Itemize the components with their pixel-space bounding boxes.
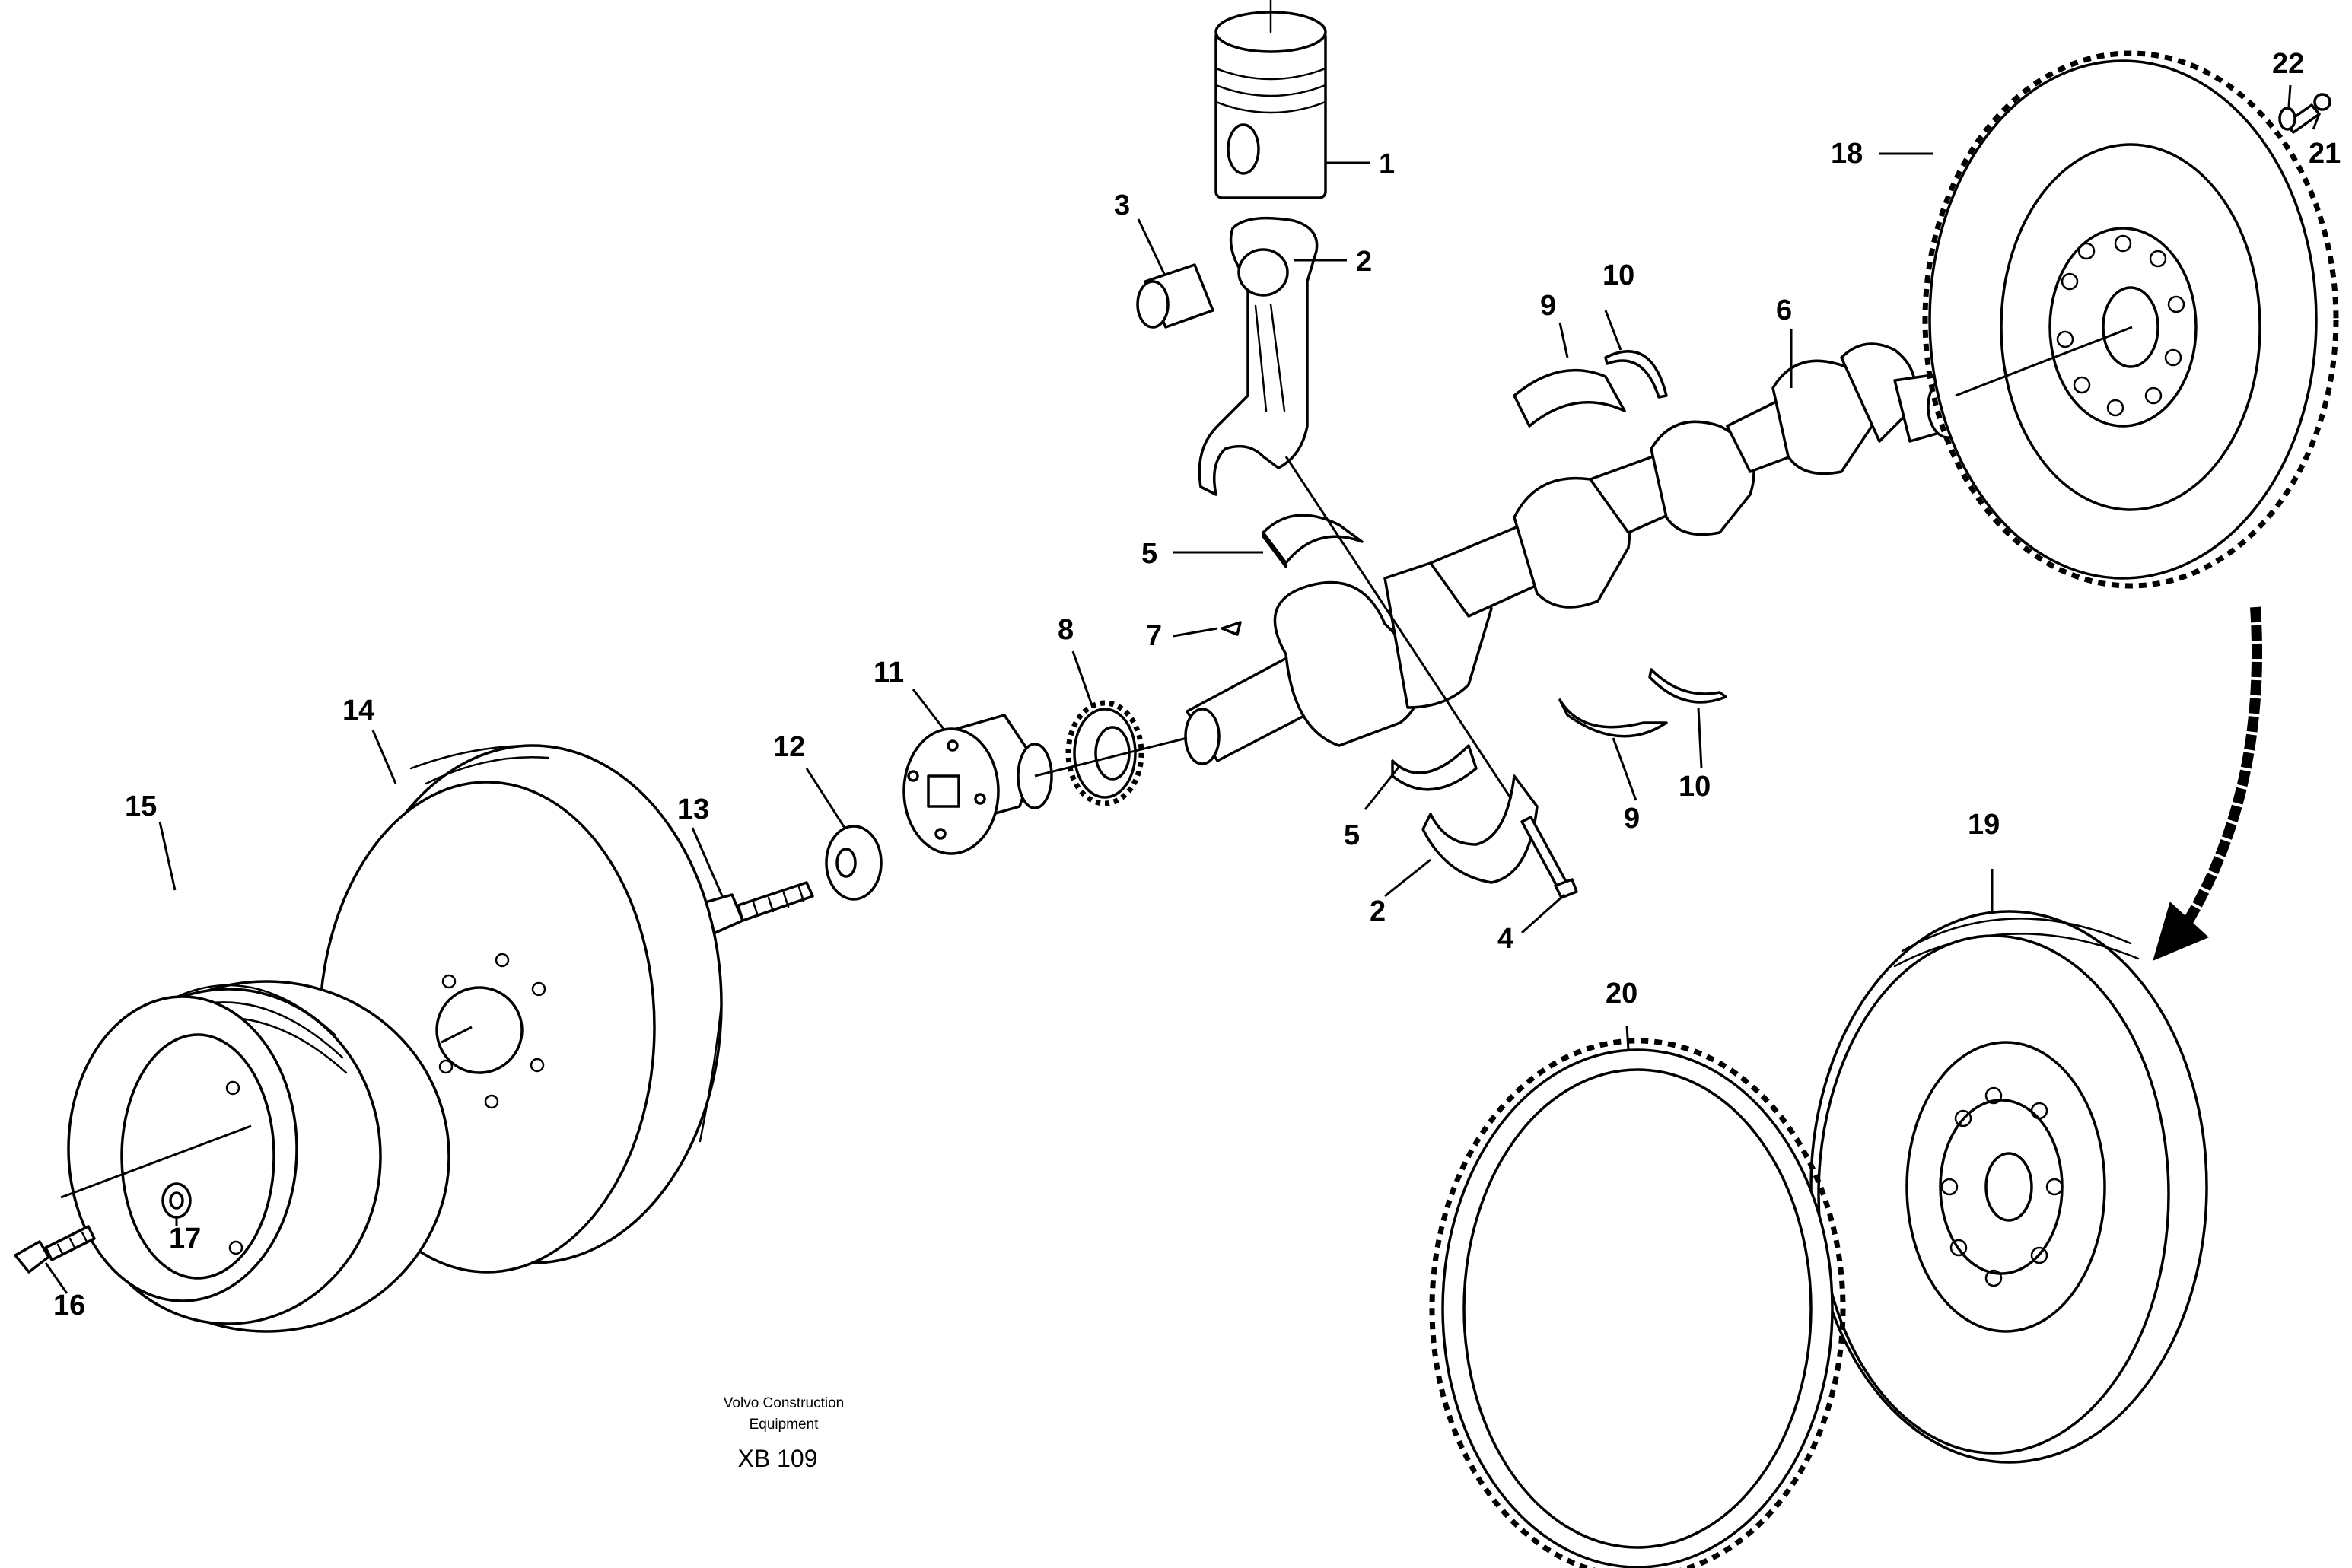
callout-6: 6: [1776, 294, 1792, 326]
callout-21: 21: [2309, 138, 2341, 170]
callout-2-lower: 2: [1370, 895, 1386, 927]
replacement-arrow: [2153, 606, 2263, 961]
callout-13: 13: [677, 794, 709, 825]
connecting-rod-cap: [1421, 774, 1539, 884]
damper-washer: [161, 1182, 192, 1219]
callout-1: 1: [1379, 148, 1395, 180]
callout-11: 11: [874, 657, 904, 689]
callout-7: 7: [1146, 620, 1162, 652]
callout-14: 14: [342, 695, 374, 727]
callout-10-upper: 10: [1602, 259, 1634, 291]
callout-10-lower: 10: [1679, 771, 1711, 803]
callout-18: 18: [1831, 138, 1863, 170]
damper-bolt: [697, 881, 814, 934]
connecting-rod-bolt: [1520, 816, 1578, 899]
callout-22: 22: [2272, 48, 2304, 80]
piston-pin: [1136, 263, 1214, 329]
publisher-line-2: Equipment: [750, 1417, 820, 1433]
crankshaft-gear: [1065, 700, 1144, 806]
woodruff-key: [1221, 621, 1242, 636]
callout-19: 19: [1968, 809, 2000, 841]
callout-16: 16: [53, 1290, 85, 1322]
flywheel-alternative: [1809, 910, 2208, 1464]
callout-2-upper: 2: [1356, 246, 1372, 278]
damper-small-bolt: [14, 1225, 96, 1274]
callout-9-lower: 9: [1624, 803, 1640, 835]
callout-15: 15: [125, 790, 157, 822]
callout-4: 4: [1497, 923, 1513, 955]
callout-12: 12: [773, 731, 805, 763]
drawing-code: XB 109: [738, 1445, 818, 1472]
callout-17: 17: [169, 1223, 201, 1255]
connecting-rod: [1198, 216, 1319, 496]
callout-3: 3: [1114, 189, 1130, 221]
callout-8: 8: [1058, 614, 1074, 646]
callout-5-lower: 5: [1344, 819, 1360, 851]
leader-lines: [44, 84, 2321, 1294]
ring-gear: [1429, 1038, 1846, 1568]
callout-9-upper: 9: [1540, 290, 1556, 322]
callout-20: 20: [1606, 978, 1637, 1010]
washer: [825, 825, 883, 901]
flywheel-washer: [2278, 107, 2296, 131]
callout-5-upper: 5: [1141, 538, 1157, 570]
publisher-line-1: Volvo Construction: [724, 1395, 844, 1411]
thrust-bearing-lower: [1558, 668, 1727, 738]
bearing-shell-lower: [1391, 744, 1478, 791]
bearing-shell-upper: [1262, 514, 1364, 568]
thrust-bearing-upper: [1513, 350, 1668, 428]
vibration-damper: [67, 980, 450, 1333]
vibration-damper-hub: [902, 714, 1053, 855]
piston: [1214, 0, 1327, 199]
flywheel: [1922, 50, 2339, 589]
